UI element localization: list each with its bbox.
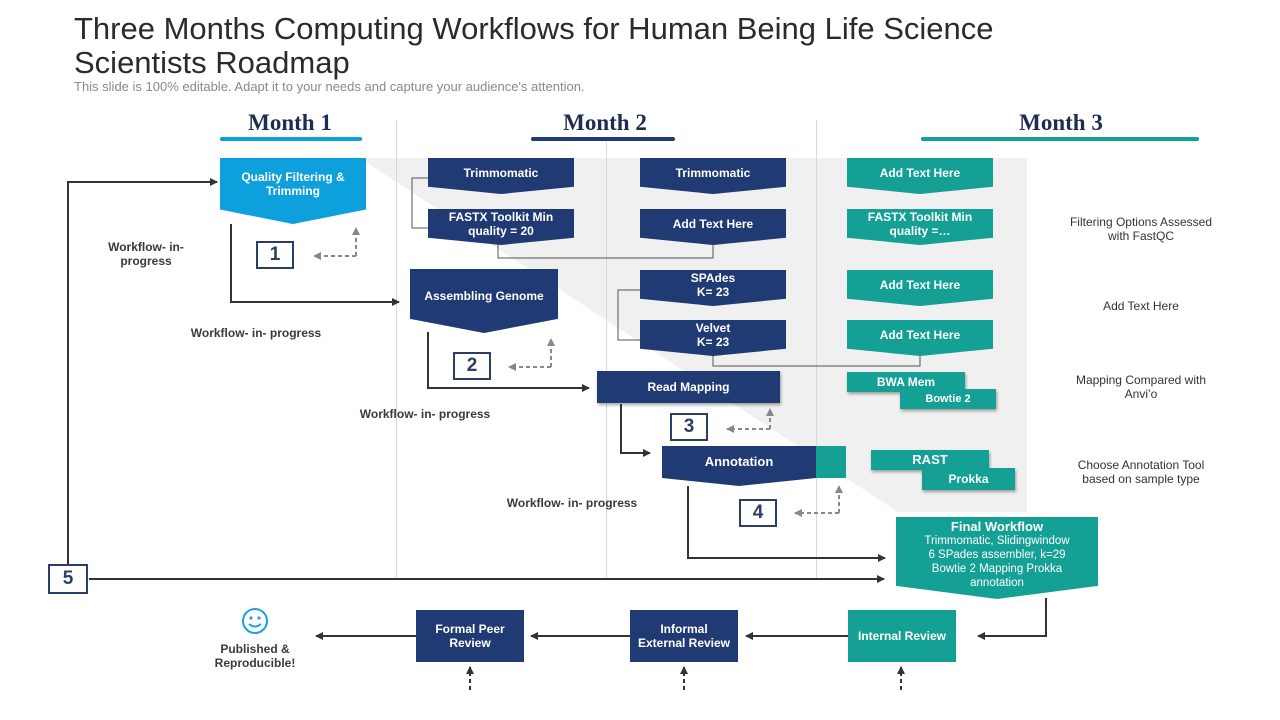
add-text-box[interactable]: Add Text Here (847, 320, 993, 356)
fastx-toolkit-box[interactable]: FASTX Toolkit Min quality = 20 (428, 209, 574, 245)
month-3-heading: Month 3 (1019, 110, 1103, 135)
internal-review-box[interactable]: Internal Review (848, 610, 956, 662)
velvet-box[interactable]: Velvet K= 23 (640, 320, 786, 356)
trimmomatic-box[interactable]: Trimmomatic (428, 158, 574, 194)
quality-filtering-box[interactable]: Quality Filtering & Trimming (220, 158, 366, 224)
step-number-badge: 2 (453, 352, 491, 380)
prokka-box[interactable]: Prokka (922, 468, 1015, 490)
add-text-box[interactable]: Add Text Here (847, 158, 993, 194)
month-3-bar (921, 137, 1199, 141)
column-divider (606, 140, 607, 578)
final-workflow-line: Bowtie 2 Mapping Prokka (931, 563, 1063, 575)
add-text-box[interactable]: Add Text Here (847, 270, 993, 306)
read-mapping-box[interactable]: Read Mapping (597, 371, 780, 403)
note-annotation-tool: Choose Annotation Tool based on sample t… (1077, 458, 1205, 486)
column-divider (816, 120, 817, 578)
note-add-text: Add Text Here (1103, 299, 1179, 313)
final-workflow-line: 6 SPades assembler, k=29 (928, 549, 1066, 561)
velvet-name: Velvet (695, 321, 731, 335)
workflow-in-progress-label: Workflow- in- progress (506, 496, 638, 510)
informal-external-review-box[interactable]: Informal External Review (630, 610, 738, 662)
annotation-accent (816, 446, 846, 478)
rast-box[interactable]: RAST (871, 450, 989, 470)
workflow-in-progress-label: Workflow- in- progress (190, 326, 322, 340)
page-title: Three Months Computing Workflows for Hum… (74, 11, 994, 80)
fastx-toolkit-box[interactable]: FASTX Toolkit Min quality =… (847, 209, 993, 245)
month-2-bar (531, 137, 675, 141)
velvet-k: K= 23 (696, 335, 730, 349)
spades-name: SPAdes (690, 271, 736, 285)
final-workflow-line: annotation (970, 577, 1024, 589)
step-number-badge: 4 (739, 499, 777, 527)
published-reproducible-label: Published & Reproducible! (214, 642, 296, 670)
final-workflow-line: Trimmomatic, Slidingwindow (924, 535, 1070, 547)
smiley-icon (242, 608, 268, 634)
annotation-box[interactable]: Annotation (662, 446, 816, 486)
formal-peer-review-box[interactable]: Formal Peer Review (416, 610, 524, 662)
step-number-badge: 1 (256, 241, 294, 269)
spades-box[interactable]: SPAdes K= 23 (640, 270, 786, 306)
bwa-mem-box[interactable]: BWA Mem (847, 372, 965, 392)
add-text-box[interactable]: Add Text Here (640, 209, 786, 245)
final-workflow-title: Final Workflow (950, 519, 1044, 534)
trimmomatic-box[interactable]: Trimmomatic (640, 158, 786, 194)
spades-k: K= 23 (696, 285, 730, 299)
month-1-heading: Month 1 (248, 110, 332, 135)
assembling-genome-box[interactable]: Assembling Genome (410, 269, 558, 333)
final-workflow-box[interactable]: Final Workflow Trimmomatic, Slidingwindo… (896, 517, 1098, 599)
workflow-in-progress-label: Workflow- in- progress (108, 240, 184, 268)
workflow-in-progress-label: Workflow- in- progress (359, 407, 491, 421)
step-number-badge: 3 (670, 413, 708, 441)
step-number-badge: 5 (48, 564, 88, 594)
column-divider (396, 120, 397, 578)
note-mapping-compared: Mapping Compared with Anvi’o (1075, 373, 1207, 401)
note-filtering-options: Filtering Options Assessed with FastQC (1069, 215, 1213, 243)
month-2-heading: Month 2 (563, 110, 647, 135)
month-1-bar (220, 137, 362, 141)
bowtie2-box[interactable]: Bowtie 2 (900, 389, 996, 409)
page-subtitle: This slide is 100% editable. Adapt it to… (74, 79, 585, 94)
